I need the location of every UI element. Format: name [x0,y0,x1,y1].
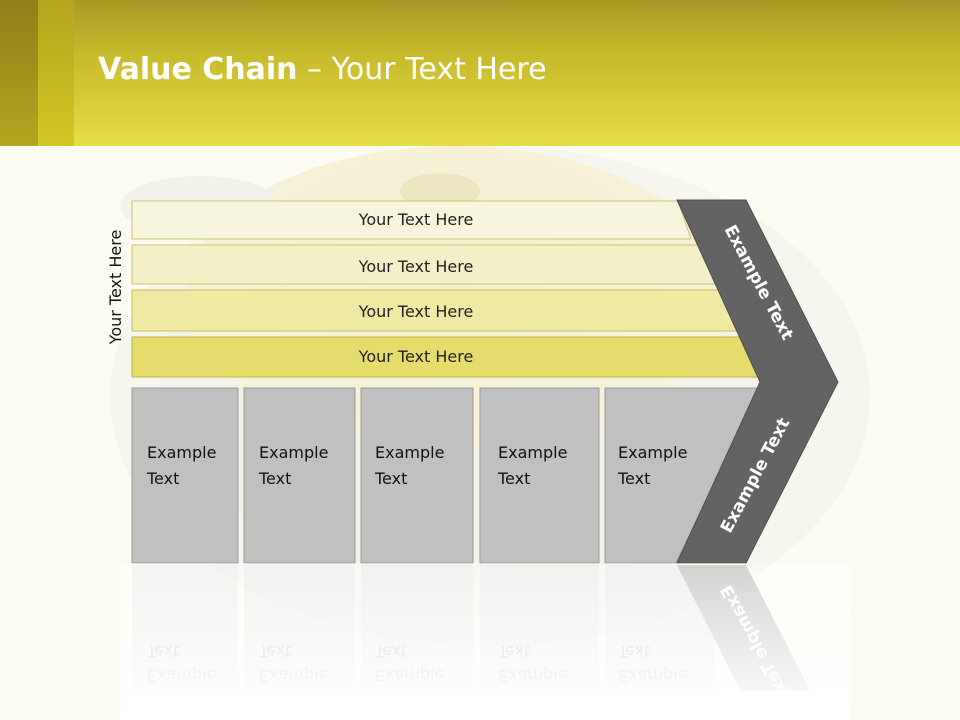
box-2-line1: Example [259,443,328,462]
side-label: Your Text Here [106,230,125,346]
box-1-line1: Example [147,443,216,462]
box-1 [131,387,239,564]
title-bold: Value Chain [98,52,298,87]
bar-3-label: Your Text Here [358,302,474,321]
page-title: Value Chain – Your Text Here [98,52,547,87]
box-4 [479,387,600,564]
bar-4-label: Your Text Here [358,347,474,366]
header-stripe-light [38,0,74,146]
box-3-line1: Example [375,443,444,462]
box-4-line1: Example [498,443,567,462]
box-1-line2: Text [146,469,179,488]
box-2-line2: Text [258,469,291,488]
title-rest: – Your Text Here [297,52,547,87]
box-3-line2: Text [374,469,407,488]
box-5-line2: Text [617,469,650,488]
reflection-fade [120,563,850,720]
box-4-line2: Text [497,469,530,488]
box-2 [243,387,356,564]
box-5-line1: Example [618,443,687,462]
bar-1 [131,200,692,240]
bar-2-label: Your Text Here [358,257,474,276]
header-stripe-dark [0,0,38,146]
header-band [0,0,960,146]
bar-1-label: Your Text Here [358,210,474,229]
